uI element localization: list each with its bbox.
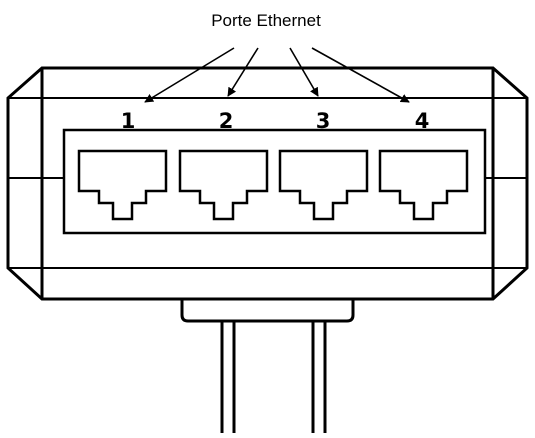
port-number-group: 1 2 3 4: [121, 109, 430, 133]
port-panel: [62, 128, 487, 235]
arrow-to-port-4: [311, 47, 410, 103]
ethernet-port-4: [378, 149, 469, 221]
port-number-3: 3: [316, 109, 331, 133]
ethernet-port-1: [77, 149, 168, 221]
arrow-group: [144, 47, 410, 103]
port-number-4: 4: [415, 109, 430, 133]
plug-base: [180, 299, 355, 323]
arrow-to-port-1: [144, 47, 235, 103]
caption-label: Porte Ethernet: [211, 11, 321, 30]
ethernet-port-3: [278, 149, 369, 221]
port-socket-group: [77, 149, 469, 221]
arrow-to-port-3: [289, 47, 319, 97]
plug: [180, 299, 355, 433]
ethernet-port-2: [178, 149, 269, 221]
port-number-2: 2: [219, 109, 234, 133]
port-number-1: 1: [121, 109, 136, 133]
device-body: [6, 66, 529, 301]
arrow-to-port-2: [227, 47, 259, 97]
